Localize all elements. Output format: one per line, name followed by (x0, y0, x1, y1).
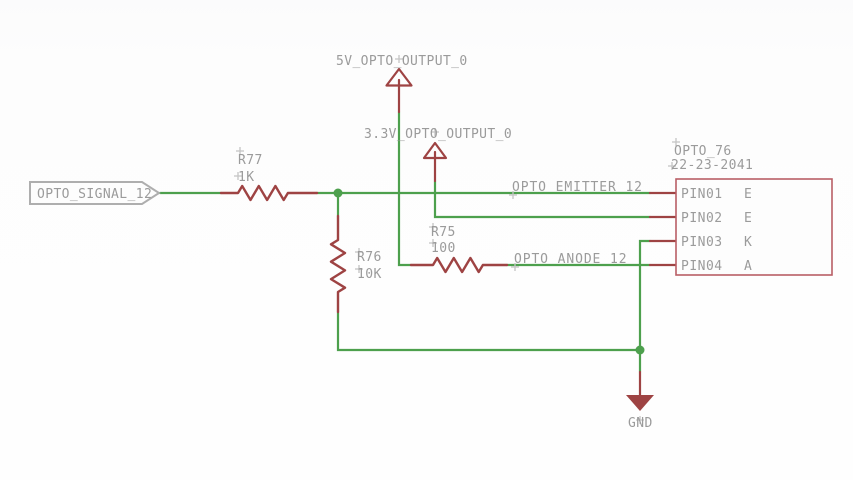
resistor-r77-ref[interactable]: R77 (238, 153, 263, 168)
pin-name-label: A (744, 259, 752, 274)
gnd-triangle-icon (626, 395, 654, 411)
junction-dot (333, 188, 343, 198)
net-label-emitter[interactable]: OPTO EMITTER 12 (512, 180, 643, 195)
power-arrow-up-icon (385, 67, 413, 87)
resistor-r76-value[interactable]: 10K (357, 267, 382, 282)
gnd-symbol[interactable] (626, 370, 654, 411)
pin-name-label: E (744, 187, 752, 202)
wire-5v-to-r75[interactable] (397, 110, 413, 267)
input-net-flag-label[interactable]: OPTO_SIGNAL_12 (37, 187, 152, 202)
opto-ic-body[interactable] (675, 178, 833, 276)
power-symbol-3v3[interactable] (422, 141, 448, 183)
pin-name-label: K (744, 235, 752, 250)
text-anchor-cross-icons (234, 55, 680, 424)
power-arrow-up-icon (422, 141, 448, 160)
resistor-r75-symbol[interactable] (409, 256, 509, 274)
resistor-r75-value[interactable]: 100 (431, 241, 456, 256)
resistor-r75-ref[interactable]: R75 (431, 225, 456, 240)
pin-number-label: PIN03 (681, 235, 723, 250)
pin-number-label: PIN04 (681, 259, 723, 274)
resistor-r77-symbol[interactable] (219, 184, 319, 202)
power-symbol-5v[interactable] (385, 67, 413, 114)
power-3v3-label[interactable]: 3.3V_OPTO_OUTPUT_0 (364, 127, 512, 142)
net-label-anode[interactable]: OPTO ANODE 12 (514, 252, 627, 267)
input-net-flag[interactable] (29, 181, 161, 205)
resistor-r77-value[interactable]: 1K (238, 170, 254, 185)
ic-ref-label[interactable]: OPTO_76 (674, 144, 732, 159)
gnd-label[interactable]: GND (628, 416, 653, 431)
resistor-r76-symbol[interactable] (329, 214, 347, 314)
ic-value-label[interactable]: 22-23-2041 (671, 158, 753, 173)
resistor-r76-ref[interactable]: R76 (357, 250, 382, 265)
junction-dot (635, 345, 645, 355)
pin-name-label: E (744, 211, 752, 226)
pin-number-label: PIN02 (681, 211, 723, 226)
wire-3v3-to-pin02[interactable] (433, 179, 652, 219)
power-5v-label[interactable]: 5V_OPTO_OUTPUT_0 (336, 54, 468, 69)
pin-number-label: PIN01 (681, 187, 723, 202)
